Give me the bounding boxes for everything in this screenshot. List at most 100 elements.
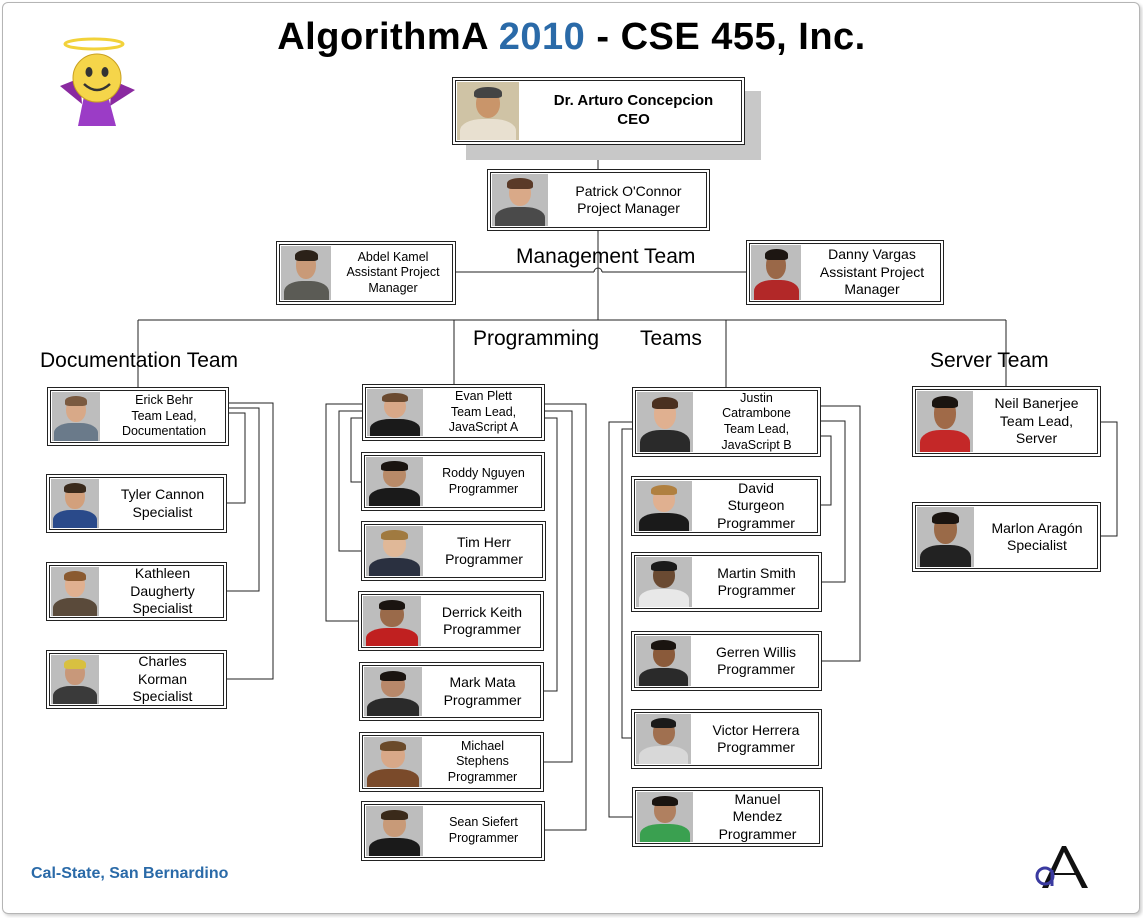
photo-derrick-keith — [363, 596, 421, 646]
person-role: Programmer — [718, 825, 797, 842]
page-title: AlgorithmA 2010 - CSE 455, Inc. — [0, 16, 1143, 59]
photo-tim-herr — [366, 526, 423, 576]
photo-mark-mata — [364, 667, 422, 716]
tim-herr-info: Tim Herr Programmer — [423, 522, 545, 580]
person-role: Team Lead, — [723, 422, 790, 436]
person-name: Charles — [138, 653, 187, 670]
person-name: Justin — [740, 390, 773, 405]
person-name: Tim Herr — [457, 533, 511, 550]
danny-vargas-info: Danny Vargas Assistant Project Manager — [801, 241, 943, 304]
person-card-manuel-mendez[interactable]: Manuel Mendez Programmer — [632, 787, 823, 847]
title-text: AlgorithmA — [277, 16, 499, 58]
person-role: Programmer — [448, 481, 519, 496]
project-manager-info: Patrick O'Connor Project Manager — [548, 170, 709, 230]
person-role: Programmer — [443, 691, 522, 708]
person-card-erick-behr[interactable]: Erick Behr Team Lead, Documentation — [47, 387, 229, 446]
person-role: Project Manager — [577, 200, 680, 216]
person-card-sean-siefert[interactable]: Sean Siefert Programmer — [361, 801, 545, 861]
david-sturgeon-info: David Sturgeon Programmer — [692, 477, 820, 535]
person-role: Programmer — [445, 551, 523, 567]
gerren-willis-info: Gerren Willis Programmer — [691, 632, 821, 690]
person-card-charles-korman[interactable]: Charles Korman Specialist — [46, 650, 227, 709]
photo-tyler-cannon — [51, 479, 99, 528]
person-role: Team Lead, — [999, 412, 1074, 429]
person-card-derrick-keith[interactable]: Derrick Keith Programmer — [358, 591, 544, 651]
roddy-nguyen-info: Roddy Nguyen Programmer — [423, 453, 544, 510]
person-name: Stephens — [456, 754, 509, 769]
person-name: Daugherty — [130, 582, 195, 599]
person-card-evan-plett[interactable]: Evan Plett Team Lead, JavaScript A — [362, 384, 545, 441]
erick-behr-info: Erick Behr Team Lead, Documentation — [100, 388, 228, 445]
person-card-justin-catrambone[interactable]: Justin Catrambone Team Lead, JavaScript … — [632, 387, 821, 457]
person-name: Kathleen — [134, 565, 191, 582]
footer-organization: Cal-State, San Bernardino — [31, 865, 229, 882]
photo-evan-plett — [367, 389, 423, 436]
person-name: Mark Mata — [449, 674, 516, 690]
photo-neil-banerjee — [917, 391, 973, 452]
person-card-david-sturgeon[interactable]: David Sturgeon Programmer — [631, 476, 821, 536]
person-role: Programmer — [717, 514, 795, 531]
angel-smiley-icon — [60, 37, 135, 126]
person-card-marlon-aragon[interactable]: Marlon Aragón Specialist — [912, 502, 1101, 572]
photo-martin-smith — [636, 557, 692, 607]
photo-charles-korman — [51, 655, 99, 704]
person-role: Team Lead, — [131, 408, 197, 423]
justin-catrambone-info: Justin Catrambone Team Lead, JavaScript … — [693, 388, 820, 456]
person-card-tim-herr[interactable]: Tim Herr Programmer — [361, 521, 546, 581]
person-card-danny-vargas[interactable]: Danny Vargas Assistant Project Manager — [746, 240, 944, 305]
person-name: Michael — [460, 738, 505, 753]
charles-korman-info: Charles Korman Specialist — [99, 651, 226, 708]
person-role: CEO — [617, 111, 650, 128]
person-role: Assistant Project — [346, 265, 440, 280]
person-card-tyler-cannon[interactable]: Tyler Cannon Specialist — [46, 474, 227, 533]
photo-victor-herrera — [636, 714, 691, 764]
person-card-ceo[interactable]: Dr. Arturo Concepcion CEO — [452, 77, 745, 145]
person-name: Dr. Arturo Concepcion — [553, 92, 714, 110]
person-card-mark-mata[interactable]: Mark Mata Programmer — [359, 662, 544, 721]
person-card-abdel-kamel[interactable]: Abdel Kamel Assistant Project Manager — [276, 241, 456, 305]
martin-smith-info: Martin Smith Programmer — [692, 553, 821, 611]
abdel-kamel-info: Abdel Kamel Assistant Project Manager — [331, 242, 455, 304]
person-card-victor-herrera[interactable]: Victor Herrera Programmer — [631, 709, 822, 769]
person-role: Programmer — [448, 831, 519, 845]
photo-project-manager — [492, 174, 548, 226]
title-suffix: - CSE 455, Inc. — [585, 16, 866, 58]
tyler-cannon-info: Tyler Cannon Specialist — [99, 475, 226, 532]
photo-manuel-mendez — [637, 792, 693, 842]
photo-michael-stephens — [364, 737, 422, 787]
person-role: Documentation — [121, 424, 207, 439]
person-role: Specialist — [132, 503, 193, 520]
photo-justin-catrambone — [637, 392, 693, 452]
title-year: 2010 — [498, 16, 586, 58]
person-card-michael-stephens[interactable]: Michael Stephens Programmer — [359, 732, 544, 792]
person-name: Gerren Willis — [715, 643, 797, 660]
person-name: Victor Herrera — [712, 721, 800, 738]
person-card-kathleen-daugherty[interactable]: Kathleen Daugherty Specialist — [46, 562, 227, 621]
person-role: Programmer — [717, 661, 795, 677]
person-name: Mendez — [732, 808, 783, 825]
person-role: Programmer — [447, 769, 518, 784]
person-card-roddy-nguyen[interactable]: Roddy Nguyen Programmer — [361, 452, 545, 511]
person-card-martin-smith[interactable]: Martin Smith Programmer — [631, 552, 822, 612]
person-role: Specialist — [132, 688, 193, 705]
person-role: Programmer — [717, 739, 795, 755]
person-role: Manager — [844, 281, 900, 298]
neil-banerjee-info: Neil Banerjee Team Lead, Server — [973, 387, 1100, 456]
person-card-gerren-willis[interactable]: Gerren Willis Programmer — [631, 631, 822, 691]
person-card-project-manager[interactable]: Patrick O'Connor Project Manager — [487, 169, 710, 231]
server-team-label: Server Team — [930, 349, 1049, 372]
person-name: Catrambone — [722, 406, 791, 421]
marlon-aragon-info: Marlon Aragón Specialist — [974, 503, 1100, 571]
person-role: Programmer — [717, 582, 796, 598]
person-name: Tyler Cannon — [120, 486, 205, 502]
programming-label: Programming — [473, 327, 600, 350]
photo-danny-vargas — [751, 245, 801, 300]
victor-herrera-info: Victor Herrera Programmer — [691, 710, 821, 768]
person-name: Evan Plett — [455, 389, 512, 404]
evan-plett-info: Evan Plett Team Lead, JavaScript A — [423, 385, 544, 440]
person-card-neil-banerjee[interactable]: Neil Banerjee Team Lead, Server — [912, 386, 1101, 457]
sean-siefert-info: Sean Siefert Programmer — [423, 802, 544, 860]
person-role: Specialist — [132, 600, 193, 617]
